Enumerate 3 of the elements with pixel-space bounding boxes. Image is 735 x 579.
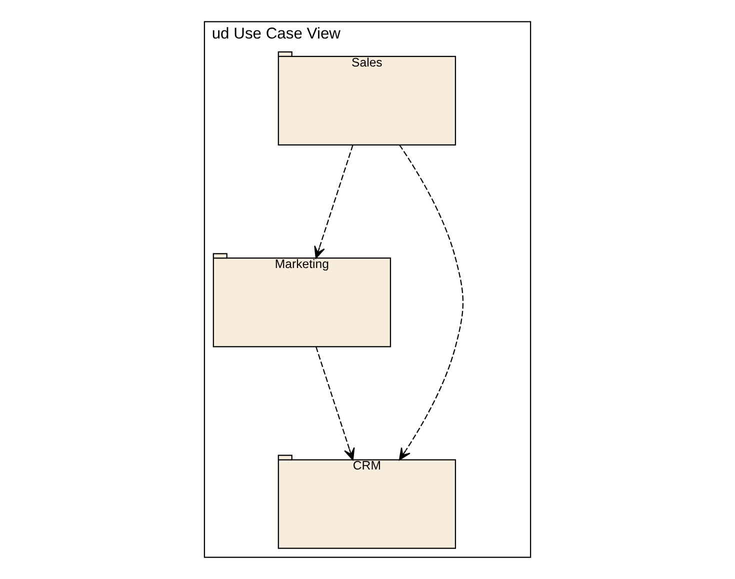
arrow [316,346,355,460]
arrow [398,144,464,460]
arrow [314,144,354,259]
